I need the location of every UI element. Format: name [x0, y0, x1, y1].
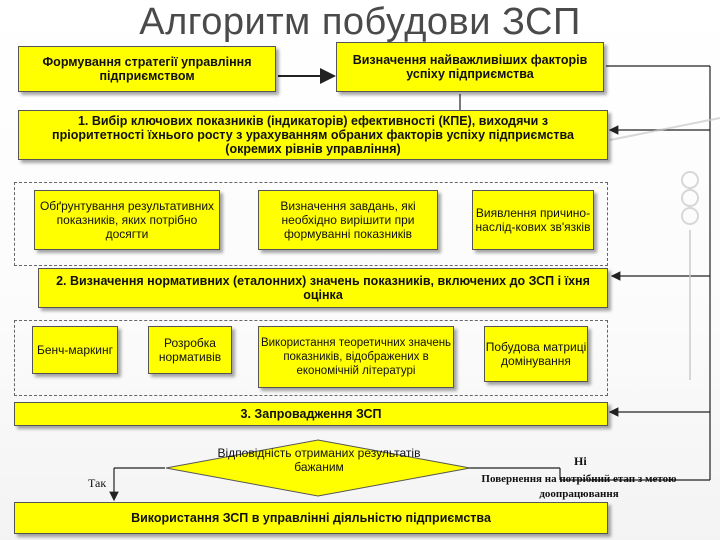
- no-label: Ні: [574, 454, 587, 468]
- benchmarking-box: Бенч-маркинг: [32, 326, 118, 374]
- scale-decoration: [609, 117, 720, 380]
- page-title: Алгоритм побудови ЗСП: [139, 1, 581, 43]
- use-box: Використання ЗСП в управлінні діяльністю…: [14, 502, 608, 534]
- step1-box: 1. Вибір ключових показників (індикаторі…: [18, 110, 608, 160]
- factors-box: Визначення найважливіших факторів успіху…: [336, 42, 604, 92]
- justify-box: Обґрунтування результативних показників,…: [34, 190, 220, 250]
- matrix-box: Побудова матриці домінування: [484, 326, 588, 382]
- strategy-box: Формування стратегії управління підприєм…: [18, 46, 276, 92]
- decision-diamond: [165, 439, 471, 497]
- tasks-box: Визначення завдань, які необхідно виріши…: [258, 190, 438, 250]
- step3-box: 3. Запровадження ЗСП: [14, 402, 608, 426]
- causes-box: Виявлення причино-наслід-кових зв'язків: [472, 190, 594, 250]
- norms-box: Розробка нормативів: [148, 326, 232, 374]
- yes-label: Так: [88, 476, 107, 490]
- step2-box: 2. Визначення нормативних (еталонних) зн…: [38, 268, 608, 308]
- return-label: Повернення на потрібний етап з метою доо…: [481, 473, 677, 500]
- step2-subtasks-group: [14, 320, 608, 396]
- theory-box: Використання теоретичних значень показни…: [258, 326, 454, 388]
- decision-label: Відповідність отриманих результатів бажа…: [217, 446, 421, 474]
- step1-subtasks-group: [14, 182, 608, 266]
